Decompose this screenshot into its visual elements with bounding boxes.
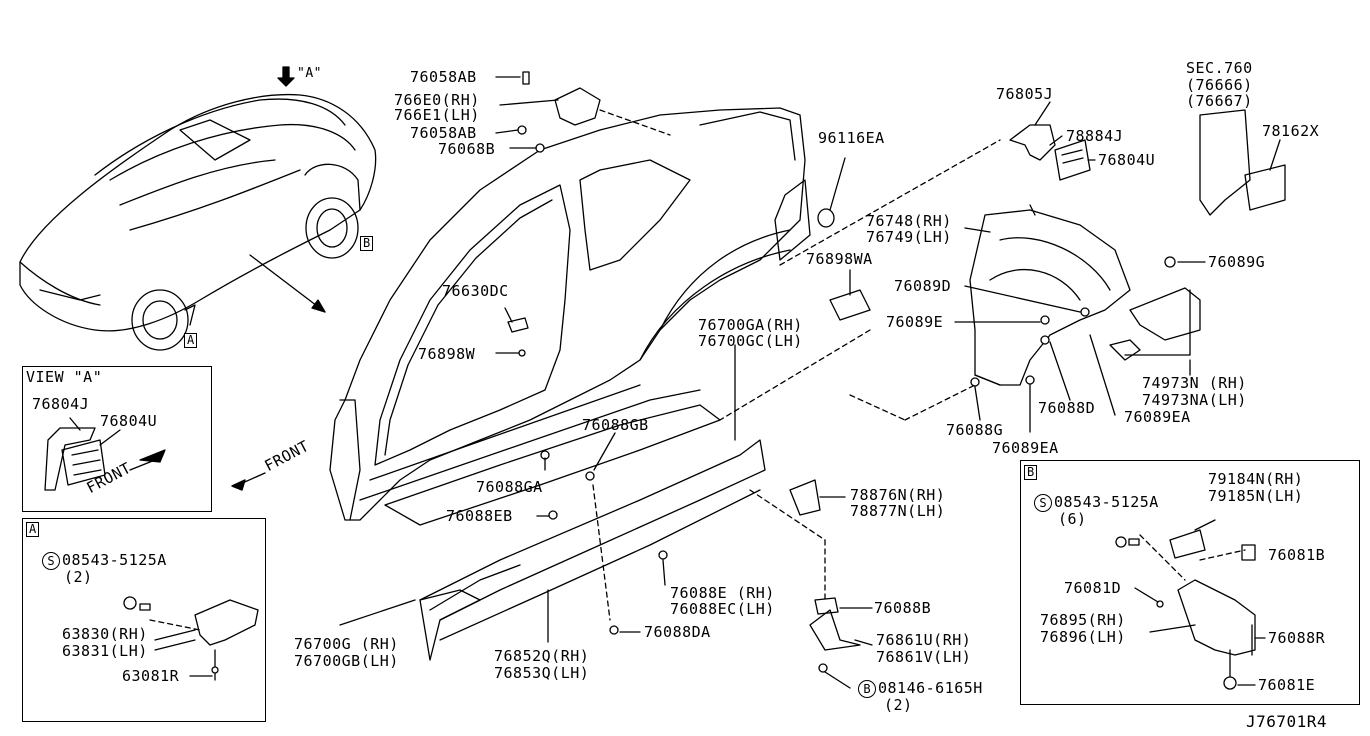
box-b-detail-drawing (1115, 519, 1266, 690)
part-76088e: 76088E (RH) (670, 584, 775, 602)
box-a-frame (22, 518, 266, 722)
body-side-panel (329, 107, 835, 521)
part-08146-qty: (2) (884, 696, 913, 714)
wheel-house-liner (969, 204, 1131, 386)
box-b-part-79185n: 79185N(LH) (1208, 487, 1304, 505)
box-b-part-76081e: 76081E (1258, 676, 1316, 694)
part-76089ea: 76089EA (992, 439, 1059, 457)
splash-guard-pieces (1109, 287, 1201, 361)
view-a-detail-drawing (44, 417, 266, 491)
part-76088da: 76088DA (644, 623, 711, 641)
seal-76630dc (507, 317, 529, 333)
box-a-part-63081r: 63081R (122, 667, 180, 685)
box-b-part-76895: 76895(RH) (1040, 611, 1126, 629)
view-a-title: VIEW "A" (26, 368, 103, 386)
part-76805j: 76805J (996, 85, 1054, 103)
part-78876n: 78876N(RH) (850, 486, 946, 504)
sill-inner-panel (384, 404, 721, 526)
part-76088ec: 76088EC(LH) (670, 600, 775, 618)
part-76861u: 76861U(RH) (876, 631, 972, 649)
part-76088gb: 76088GB (582, 416, 649, 434)
view-a-frame (22, 366, 212, 512)
part-76861v: 76861V(LH) (876, 648, 972, 666)
part-74973na: 74973NA(LH) (1142, 391, 1247, 409)
part-76089ea-right: 76089EA (1124, 408, 1191, 426)
sec-ref-line3: (76667) (1186, 92, 1253, 110)
box-b-bolt-qty: (6) (1058, 510, 1087, 528)
bracket-76088b (814, 597, 839, 615)
part-76804u: 76804U (1098, 151, 1156, 169)
car-overview-illustration (19, 93, 377, 351)
part-76700g: 76700G (RH) (294, 635, 399, 653)
part-76700ga: 76700GA(RH) (698, 316, 803, 334)
box-b-part-79184n: 79184N(RH) (1208, 470, 1304, 488)
part-76853q: 76853Q(LH) (494, 664, 590, 682)
box-a-bolt-qty: (2) (64, 568, 93, 586)
box-b-part-76081d: 76081D (1064, 579, 1122, 597)
part-76898wa: 76898WA (806, 250, 873, 268)
view-a-part-76804j: 76804J (32, 395, 90, 413)
part-08146: 08146-6165H (878, 679, 983, 697)
part-76068b: 76068B (438, 140, 496, 158)
view-a-arrow-label: "A" (297, 66, 322, 81)
part-76089g: 76089G (1208, 253, 1266, 271)
part-96116ea: 96116EA (818, 129, 885, 147)
car-tag-a: A (184, 333, 198, 348)
car-front-arrow (249, 254, 326, 313)
part-76088g: 76088G (946, 421, 1004, 439)
part-76748: 76748(RH) (866, 212, 952, 230)
upper-bracket-766e0 (554, 87, 601, 126)
box-a-tag: A (26, 522, 40, 537)
dashed-leader-lines (149, 109, 1246, 631)
box-a-detail-drawing (123, 596, 259, 681)
box-b-bolt: 08543-5125A (1054, 493, 1159, 511)
part-76898w: 76898W (418, 345, 476, 363)
part-76749: 76749(LH) (866, 228, 952, 246)
part-78884j: 78884J (1066, 127, 1124, 145)
part-76088ga: 76088GA (476, 478, 543, 496)
main-front-arrow-icon (231, 479, 246, 491)
sec-760-panel (1199, 109, 1286, 216)
view-a-part-76804u: 76804U (100, 412, 158, 430)
view-a-arrow-icon (277, 66, 295, 87)
pad-78876n (789, 479, 821, 516)
part-74973n: 74973N (RH) (1142, 374, 1247, 392)
box-a-part-63830: 63830(RH) (62, 625, 148, 643)
part-76089d: 76089D (894, 277, 952, 295)
box-b-part-76088r: 76088R (1268, 629, 1326, 647)
part-76088eb: 76088EB (446, 507, 513, 525)
box-a-bolt-marker: S (42, 552, 60, 570)
car-tag-b: B (360, 236, 374, 251)
part-76630dc: 76630DC (442, 282, 509, 300)
part-766e0: 766E0(RH) (394, 91, 480, 109)
part-76700gc: 76700GC(LH) (698, 332, 803, 350)
part-78162x: 78162X (1262, 122, 1320, 140)
part-76089e: 76089E (886, 313, 944, 331)
drawing-id: J76701R4 (1246, 712, 1328, 731)
bolt-b-marker: B (858, 680, 876, 698)
part-76058ab-top: 76058AB (410, 68, 477, 86)
clip-76804u (1054, 139, 1091, 181)
box-a-part-63831: 63831(LH) (62, 642, 148, 660)
part-766e1: 766E1(LH) (394, 106, 480, 124)
box-b-tag: B (1024, 465, 1038, 480)
sec-ref-line1: SEC.760 (1186, 59, 1253, 77)
box-b-frame (1020, 460, 1360, 705)
bracket-76861u (809, 609, 861, 651)
bracket-76805j (1009, 124, 1056, 161)
box-b-part-76896: 76896(LH) (1040, 628, 1126, 646)
sec-ref-line2: (76666) (1186, 76, 1253, 94)
leader-lines (339, 76, 1281, 689)
box-b-part-76081b: 76081B (1268, 546, 1326, 564)
box-a-bolt: 08543-5125A (62, 551, 167, 569)
part-76700gb: 76700GB(LH) (294, 652, 399, 670)
box-b-bolt-marker: S (1034, 494, 1052, 512)
part-76088b: 76088B (874, 599, 932, 617)
part-76058ab-mid: 76058AB (410, 124, 477, 142)
part-76088d: 76088D (1038, 399, 1096, 417)
part-76852q: 76852Q(RH) (494, 647, 590, 665)
sill-molding (419, 439, 766, 661)
part-78877n: 78877N(LH) (850, 502, 946, 520)
